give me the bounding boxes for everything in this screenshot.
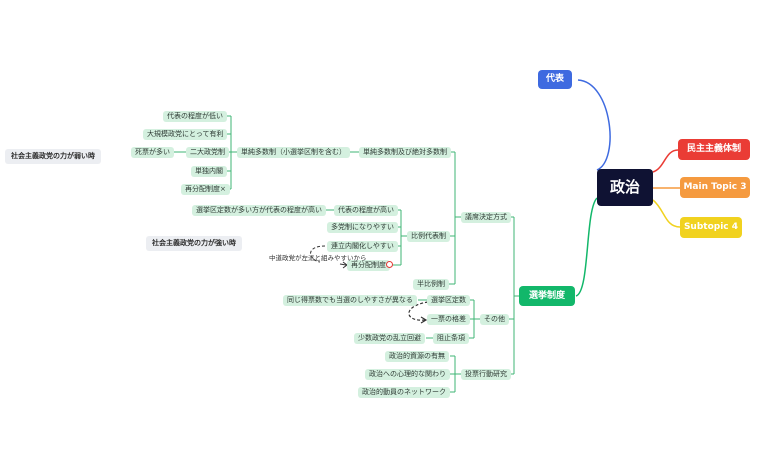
node-giseki[interactable]: 議席決定方式 <box>461 212 511 223</box>
label-socialist-weak[interactable]: 社会主義政党の力が弱い時 <box>5 149 101 164</box>
node-hirei[interactable]: 比例代表制 <box>407 231 450 242</box>
node-hirei-leaf[interactable]: 連立内閣化しやすい <box>327 241 398 252</box>
node-shosu[interactable]: 少数政党の乱立回避 <box>354 333 425 344</box>
node-hirei-leaf[interactable]: 代表の程度が高い <box>334 205 398 216</box>
node-senkyoku[interactable]: 選挙区定数が多い方が代表の程度が高い <box>192 205 326 216</box>
node-tohyo[interactable]: 投票行動研究 <box>461 369 511 380</box>
node-tanjun[interactable]: 単純多数制（小選挙区制を含む） <box>237 147 350 158</box>
node-tanjun-leaf[interactable]: 再分配制度× <box>181 184 230 195</box>
node-hanhirei[interactable]: 半比例制 <box>413 279 449 290</box>
label-socialist-strong[interactable]: 社会主義政党の力が強い時 <box>146 236 242 251</box>
node-onaji[interactable]: 同じ得票数でも当選のしやすさが異なる <box>283 295 417 306</box>
root-topic[interactable]: 政治 <box>597 169 653 206</box>
branch-minshu[interactable]: 民主主義体制 <box>678 139 750 160</box>
node-tohyo-leaf[interactable]: 政治的資源の有無 <box>385 351 449 362</box>
node-sonota-leaf[interactable]: 選挙区定数 <box>427 295 470 306</box>
node-tanjun-zettai[interactable]: 単純多数制及び絶対多数制 <box>359 147 451 158</box>
branch-subtopic-4[interactable]: Subtopic 4 <box>680 217 742 238</box>
node-tanjun-leaf[interactable]: 単独内閣 <box>191 166 227 177</box>
node-shihyo[interactable]: 死票が多い <box>131 147 174 158</box>
node-sonota-leaf[interactable]: 阻止条項 <box>433 333 469 344</box>
branch-daihyo[interactable]: 代表 <box>538 70 572 89</box>
branch-main-topic-3[interactable]: Main Topic 3 <box>680 177 750 198</box>
red-circle-marker <box>386 261 393 268</box>
node-tohyo-leaf[interactable]: 政治的動員のネットワーク <box>358 387 450 398</box>
node-tanjun-leaf[interactable]: 代表の程度が低い <box>163 111 227 122</box>
node-sonota-leaf[interactable]: 一票の格差 <box>427 314 470 325</box>
relation-label-chudo: 中道政党が左派と組みやすいから <box>269 254 367 262</box>
node-sonota[interactable]: その他 <box>480 314 509 325</box>
node-hirei-leaf[interactable]: 再分配制度 <box>347 260 390 271</box>
node-tanjun-leaf[interactable]: 大規模政党にとって有利 <box>143 129 228 140</box>
branch-senkyo[interactable]: 選挙制度 <box>519 286 575 306</box>
node-hirei-leaf[interactable]: 多党制になりやすい <box>327 222 398 233</box>
node-tanjun-leaf[interactable]: 二大政党制 <box>186 147 229 158</box>
node-tohyo-leaf[interactable]: 政治への心理的な関わり <box>365 369 450 380</box>
